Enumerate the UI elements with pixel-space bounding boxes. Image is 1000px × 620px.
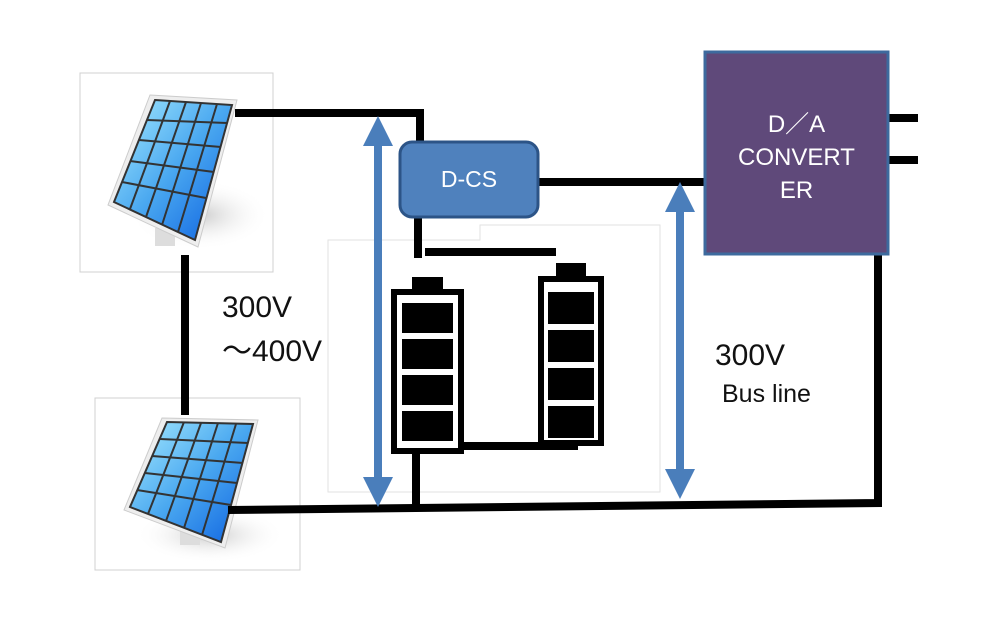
pv-voltage-line2: ～400V (222, 335, 323, 368)
bus-voltage-label: 300V (715, 339, 786, 372)
dcs-label: D-CS (440, 166, 498, 192)
dcs-block (398, 140, 540, 219)
bus-voltage-arrow (665, 182, 695, 499)
converter-block (703, 50, 890, 256)
battery-icon (538, 263, 604, 446)
pv-voltage-label: 300V ～400V (222, 286, 322, 374)
pv-voltage-line1: 300V (222, 291, 293, 324)
bus-line-label: Bus line (722, 380, 811, 408)
converter-label-line2: CONVERT (738, 144, 855, 171)
converter-label: D／A CONVERT ER (705, 108, 888, 207)
converter-label-line3: ER (779, 177, 814, 204)
solar-panel-icon (123, 417, 285, 563)
converter-label-line1: D／A (767, 111, 826, 138)
pv-voltage-arrow (363, 116, 393, 507)
wires (181, 109, 918, 514)
solar-panel-icon (107, 94, 270, 250)
battery-icon (391, 277, 464, 454)
